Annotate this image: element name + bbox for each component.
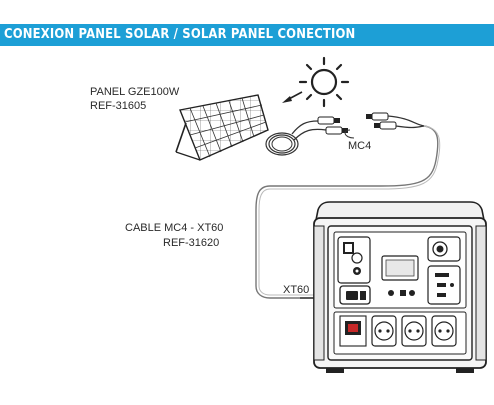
cable-name-label: CABLE MC4 - XT60 xyxy=(125,222,224,234)
mc4-connector-pair xyxy=(317,112,397,139)
power-station-icon xyxy=(313,201,487,373)
ac-outlet-icon xyxy=(371,315,397,347)
panel-ref-label: REF-31605 xyxy=(90,100,147,112)
solar-panel-icon xyxy=(175,94,299,161)
sun-icon xyxy=(298,56,350,108)
mc4-xt60-cable xyxy=(255,125,439,299)
mc4-label: MC4 xyxy=(348,140,372,152)
page-title: CONEXION PANEL SOLAR / SOLAR PANEL CONEC… xyxy=(4,26,356,42)
xt60-label: XT60 xyxy=(283,284,310,296)
cable-ref-label: REF-31620 xyxy=(163,237,220,249)
panel-name-label: PANEL GZE100W xyxy=(90,86,180,98)
header-bar: CONEXION PANEL SOLAR / SOLAR PANEL CONEC… xyxy=(0,24,494,46)
sunlight-arrow xyxy=(282,91,303,103)
